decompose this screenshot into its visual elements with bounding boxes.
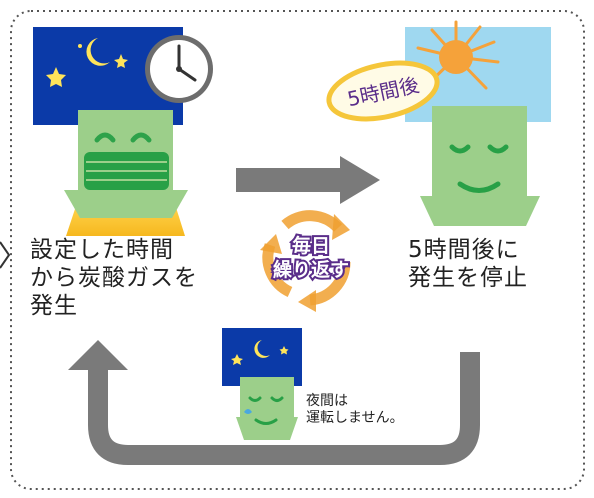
star-icon: [279, 346, 289, 355]
left-edge-chevron: [0, 241, 11, 269]
night-note-text: 夜間は 運転しません。: [306, 393, 404, 426]
star-icon: [114, 54, 128, 68]
night-step-text: 設定した時間 から炭酸ガスを 発生: [30, 237, 198, 319]
oval-badge: [326, 60, 440, 122]
star-icon: [78, 44, 82, 48]
moon-icon: [86, 38, 110, 66]
clock-icon: [145, 35, 213, 103]
device-icon: [236, 377, 298, 440]
loop-arrow-head-icon: [68, 340, 128, 370]
device-icon: [420, 106, 540, 226]
loop-arrow-icon: [88, 352, 480, 465]
after-step-text: 5時間後に 発生を停止: [408, 237, 528, 291]
arrow-right-icon: [236, 156, 380, 204]
cycle-line2: 繰り返す: [273, 258, 349, 281]
sun-icon: [416, 20, 500, 90]
device-icon: [64, 110, 188, 218]
star-icon: [231, 354, 243, 365]
star-icon: [46, 67, 66, 87]
cycle-line1: 毎日: [292, 234, 330, 257]
moon-icon: [254, 340, 270, 358]
cycle-arrows-icon: [260, 210, 351, 312]
